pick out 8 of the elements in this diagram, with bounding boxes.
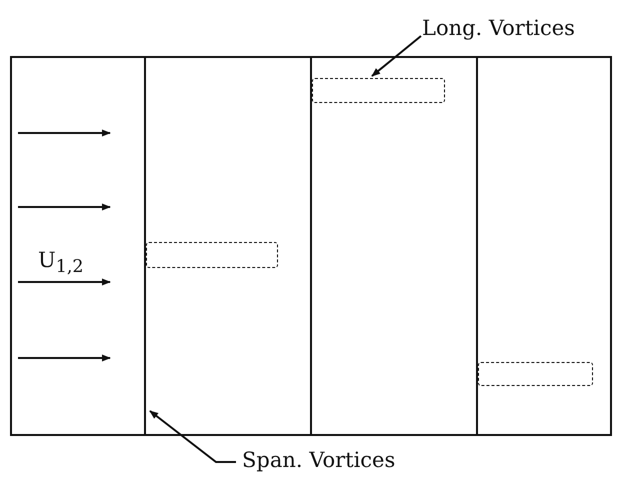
vortex-label: Span. Vortices	[242, 448, 396, 472]
leader-line	[371, 35, 422, 77]
dashed-box	[312, 78, 445, 103]
velocity-label: U$_{1,2}$	[38, 248, 84, 278]
leader-line	[149, 410, 236, 463]
divider-line	[144, 57, 146, 435]
dashed-box	[478, 362, 593, 386]
vortex-label: Long. Vortices	[422, 16, 575, 40]
